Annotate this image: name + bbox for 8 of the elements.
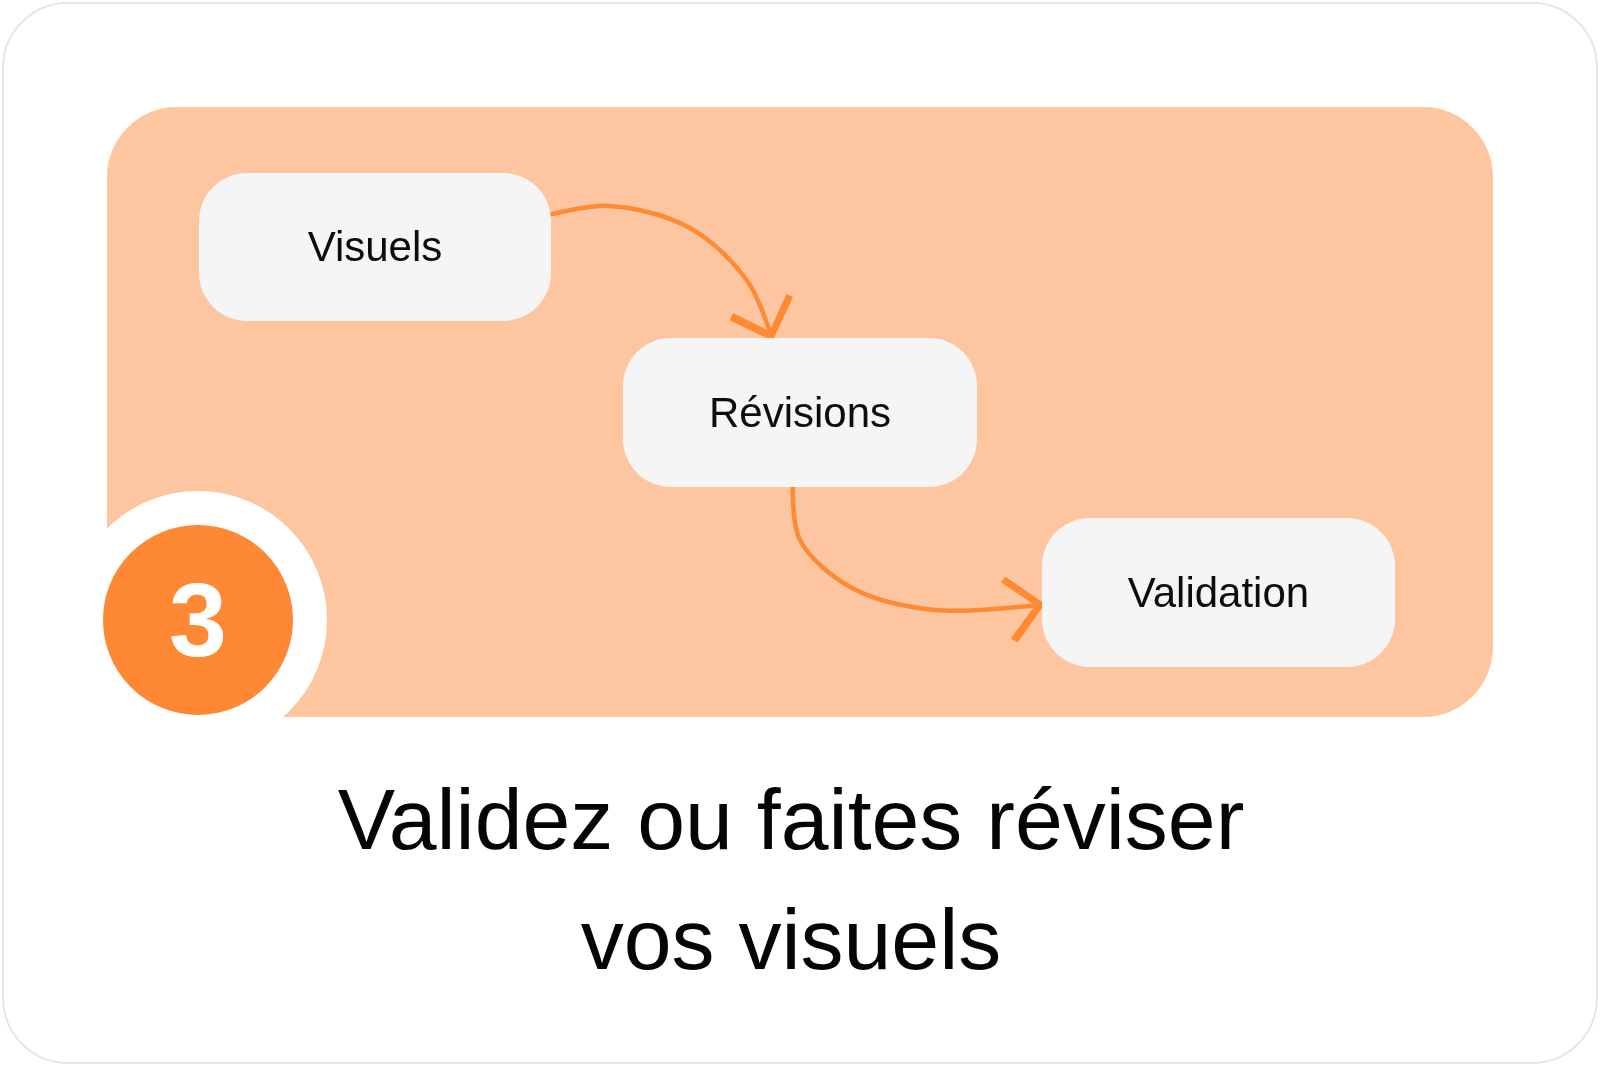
box-label: Validation [1127,568,1310,617]
process-box [623,338,977,487]
box-label: Visuels [307,223,443,271]
box-label: Révisions [708,388,892,437]
title: Validez ou faites réviser vos visuels [336,770,1246,989]
process-box [1042,518,1395,667]
step-number: 3 [169,568,227,672]
process-box [199,173,551,321]
